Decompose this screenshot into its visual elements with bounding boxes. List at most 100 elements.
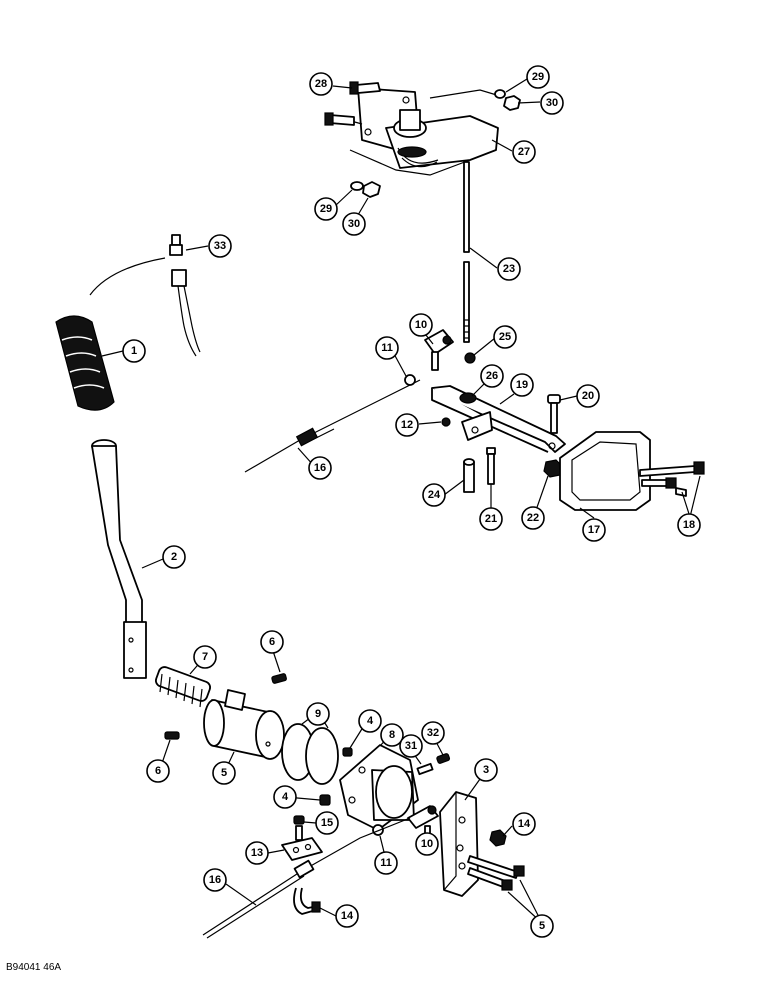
callout-10: 10 xyxy=(415,832,439,856)
svg-text:31: 31 xyxy=(405,740,417,752)
nut-14-right xyxy=(489,829,507,847)
callout-4: 4 xyxy=(358,709,382,733)
svg-text:11: 11 xyxy=(380,857,392,869)
svg-text:29: 29 xyxy=(532,71,544,83)
svg-text:16: 16 xyxy=(209,874,221,886)
svg-text:4: 4 xyxy=(367,715,374,727)
callout-29: 29 xyxy=(526,65,550,89)
bolt-15 xyxy=(293,815,305,841)
callout-15: 15 xyxy=(315,811,339,835)
bolt-28-lower xyxy=(324,112,355,126)
svg-text:6: 6 xyxy=(269,636,275,648)
leader-lines xyxy=(101,78,701,924)
svg-text:1: 1 xyxy=(131,345,137,357)
callout-8: 8 xyxy=(380,723,404,747)
nut-11-lower xyxy=(372,824,384,836)
callout-17: 17 xyxy=(582,518,606,542)
svg-text:12: 12 xyxy=(401,419,413,431)
callout-30: 30 xyxy=(342,212,366,236)
callout-14: 14 xyxy=(512,812,536,836)
washer-29-upper xyxy=(494,89,506,99)
svg-text:3: 3 xyxy=(483,764,489,776)
svg-text:9: 9 xyxy=(315,708,321,720)
callout-2: 2 xyxy=(162,545,186,569)
callout-29: 29 xyxy=(314,197,338,221)
callout-12: 12 xyxy=(395,413,419,437)
callout-23: 23 xyxy=(497,257,521,281)
callout-18: 18 xyxy=(677,513,701,537)
callout-28: 28 xyxy=(309,72,333,96)
callout-4: 4 xyxy=(273,785,297,809)
bolt-5-lower xyxy=(467,855,525,891)
svg-text:30: 30 xyxy=(546,97,558,109)
callout-1: 1 xyxy=(122,339,146,363)
svg-text:25: 25 xyxy=(499,331,511,343)
svg-text:22: 22 xyxy=(527,512,539,524)
svg-text:16: 16 xyxy=(314,462,326,474)
svg-text:33: 33 xyxy=(214,240,226,252)
svg-text:24: 24 xyxy=(428,489,441,501)
svg-text:21: 21 xyxy=(485,513,497,525)
svg-text:20: 20 xyxy=(582,390,594,402)
bolt-28-upper xyxy=(349,81,381,95)
svg-text:14: 14 xyxy=(518,818,531,830)
svg-text:10: 10 xyxy=(415,319,427,331)
svg-text:6: 6 xyxy=(155,765,161,777)
nut-12 xyxy=(441,417,451,427)
bolt-18-upper xyxy=(639,461,705,477)
callout-31: 31 xyxy=(399,734,423,758)
grip-1 xyxy=(55,315,115,411)
svg-text:8: 8 xyxy=(389,729,395,741)
spacer-24 xyxy=(463,458,475,493)
set-screw-6-upper xyxy=(271,673,287,684)
svg-text:13: 13 xyxy=(251,847,263,859)
nut-11-upper xyxy=(404,374,416,386)
nut-30-upper xyxy=(503,95,521,111)
callout-22: 22 xyxy=(521,506,545,530)
figure-id: B94041 46A xyxy=(6,962,62,973)
washer-29-lower xyxy=(350,181,364,191)
pin-31 xyxy=(416,762,434,776)
plate-13 xyxy=(281,837,323,861)
callout-20: 20 xyxy=(576,384,600,408)
callout-3: 3 xyxy=(474,758,498,782)
svg-text:26: 26 xyxy=(486,370,498,382)
svg-text:15: 15 xyxy=(321,817,333,829)
svg-text:30: 30 xyxy=(348,218,360,230)
callout-5: 5 xyxy=(212,761,236,785)
svg-text:32: 32 xyxy=(427,727,439,739)
nut-30-lower xyxy=(362,181,381,198)
callout-14: 14 xyxy=(335,904,359,928)
callout-32: 32 xyxy=(421,721,445,745)
callout-25: 25 xyxy=(493,325,517,349)
bracket-17 xyxy=(559,431,651,511)
svg-text:4: 4 xyxy=(282,791,289,803)
callout-19: 19 xyxy=(510,373,534,397)
callout-21: 21 xyxy=(479,507,503,531)
svg-text:23: 23 xyxy=(503,263,515,275)
clevis-10-upper xyxy=(424,329,454,371)
callout-11: 11 xyxy=(375,336,399,360)
callout-33: 33 xyxy=(208,234,232,258)
callout-16: 16 xyxy=(308,456,332,480)
svg-text:7: 7 xyxy=(202,651,208,663)
svg-text:14: 14 xyxy=(341,910,354,922)
callout-6: 6 xyxy=(146,759,170,783)
callout-13: 13 xyxy=(245,841,269,865)
callout-27: 27 xyxy=(512,140,536,164)
svg-text:2: 2 xyxy=(171,551,177,563)
nut-25 xyxy=(464,352,476,364)
set-screw-6-lower xyxy=(164,731,180,740)
handle-lever-2 xyxy=(91,439,147,679)
cable-16-upper xyxy=(244,379,421,473)
o-ring-9-right xyxy=(305,727,339,785)
svg-text:27: 27 xyxy=(518,146,530,158)
switch-33 xyxy=(169,234,201,357)
callout-10: 10 xyxy=(409,313,433,337)
svg-text:5: 5 xyxy=(221,767,227,779)
callout-7: 7 xyxy=(193,645,217,669)
screw-4-upper xyxy=(342,747,353,757)
wire xyxy=(89,257,166,296)
